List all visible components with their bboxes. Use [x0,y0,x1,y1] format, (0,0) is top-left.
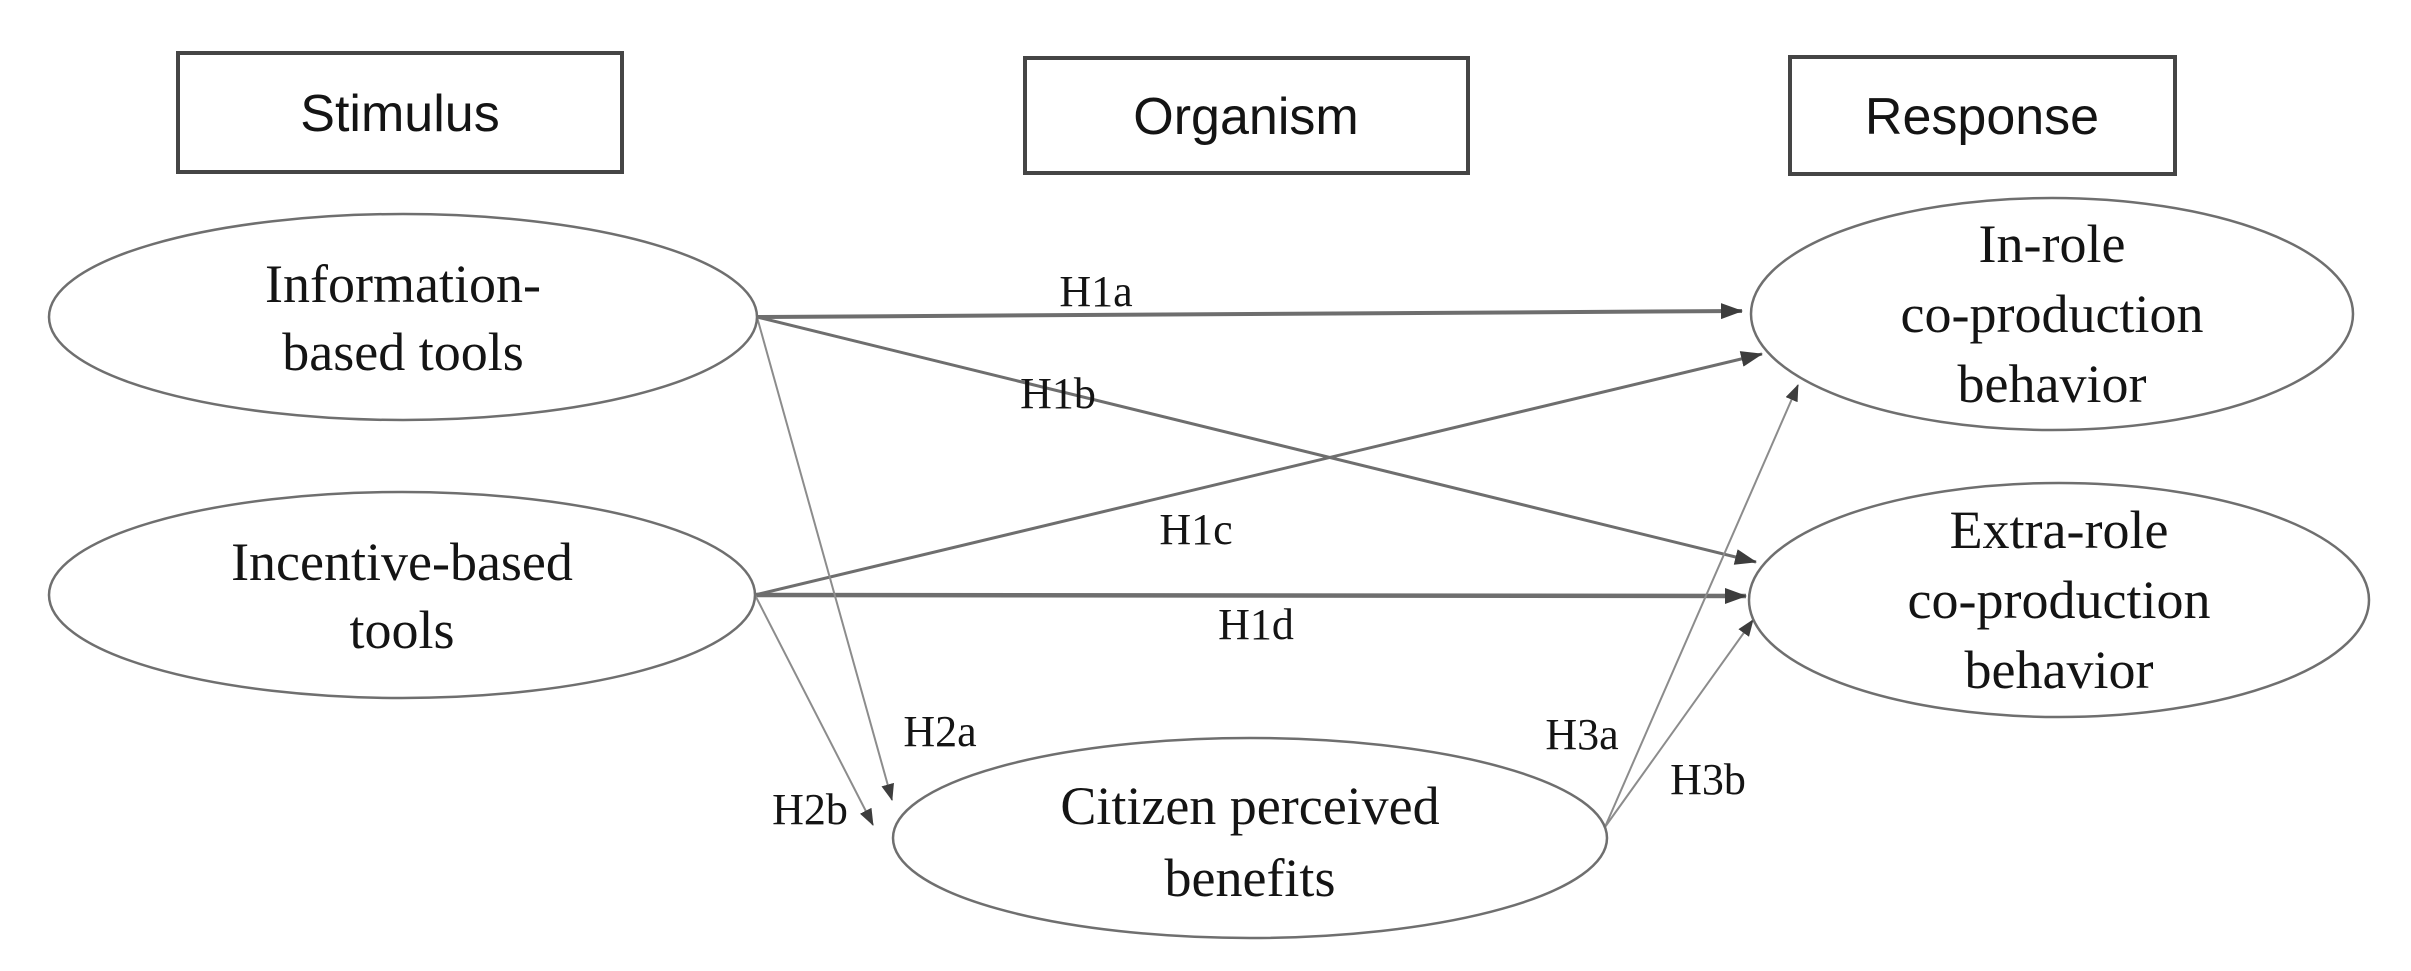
label-h2b: H2b [772,785,848,834]
label-h3a: H3a [1545,710,1618,759]
information-tools-label-line2: based tools [282,322,523,382]
hypothesis-labels: H1a H1b H1c H1d H2a H2b H3a H3b [772,267,1746,834]
hypothesis-arrows [754,303,1799,828]
in-role-ellipse [1749,196,2355,432]
arrow-h1c [754,351,1763,597]
information-tools-ellipse [47,212,759,422]
stimulus-box-label: Stimulus [300,85,499,143]
incentive-tools-ellipse [47,490,757,700]
extra-role-label-line3: behavior [1965,640,2154,700]
response-box-rect [1788,55,2177,176]
arrow-h2b [754,594,874,826]
label-h1b: H1b [1020,369,1096,418]
citizen-benefits-node: Citizen perceived benefits [891,736,1609,940]
incentive-tools-label-line1: Incentive-based [231,532,573,592]
incentive-tools-label-line2: tools [349,600,454,660]
arrow-h1b [756,315,1757,565]
in-role-node: In-role co-production behavior [1749,196,2355,432]
arrow-h1d [754,587,1747,604]
citizen-benefits-label-line2: benefits [1165,848,1336,908]
organism-box-rect [1023,56,1470,175]
label-h1a: H1a [1059,267,1132,316]
label-h2a: H2a [903,707,976,756]
organism-box-label: Organism [1133,88,1358,146]
information-tools-label-line1: Information- [265,254,541,314]
extra-role-node: Extra-role co-production behavior [1747,481,2371,719]
response-box: Response [1788,55,2177,176]
arrow-h1a [756,303,1743,320]
in-role-label-line1: In-role [1979,214,2126,274]
citizen-benefits-label-line1: Citizen perceived [1060,776,1439,836]
stimulus-box: Stimulus [176,51,624,174]
information-tools-node: Information- based tools [47,212,759,422]
organism-box: Organism [1023,56,1470,175]
in-role-label-line2: co-production [1901,284,2204,344]
arrow-h3a [1604,384,1799,828]
response-box-label: Response [1865,88,2099,146]
citizen-benefits-ellipse [891,736,1609,940]
arrow-h3b [1604,619,1754,828]
label-h1c: H1c [1159,505,1232,554]
extra-role-label-line1: Extra-role [1950,500,2169,560]
in-role-label-line3: behavior [1958,354,2147,414]
label-h3b: H3b [1670,755,1746,804]
incentive-tools-node: Incentive-based tools [47,490,757,700]
stimulus-box-rect [176,51,624,174]
label-h1d: H1d [1218,600,1294,649]
extra-role-ellipse [1747,481,2371,719]
arrow-h2a [756,316,894,801]
extra-role-label-line2: co-production [1908,570,2211,630]
